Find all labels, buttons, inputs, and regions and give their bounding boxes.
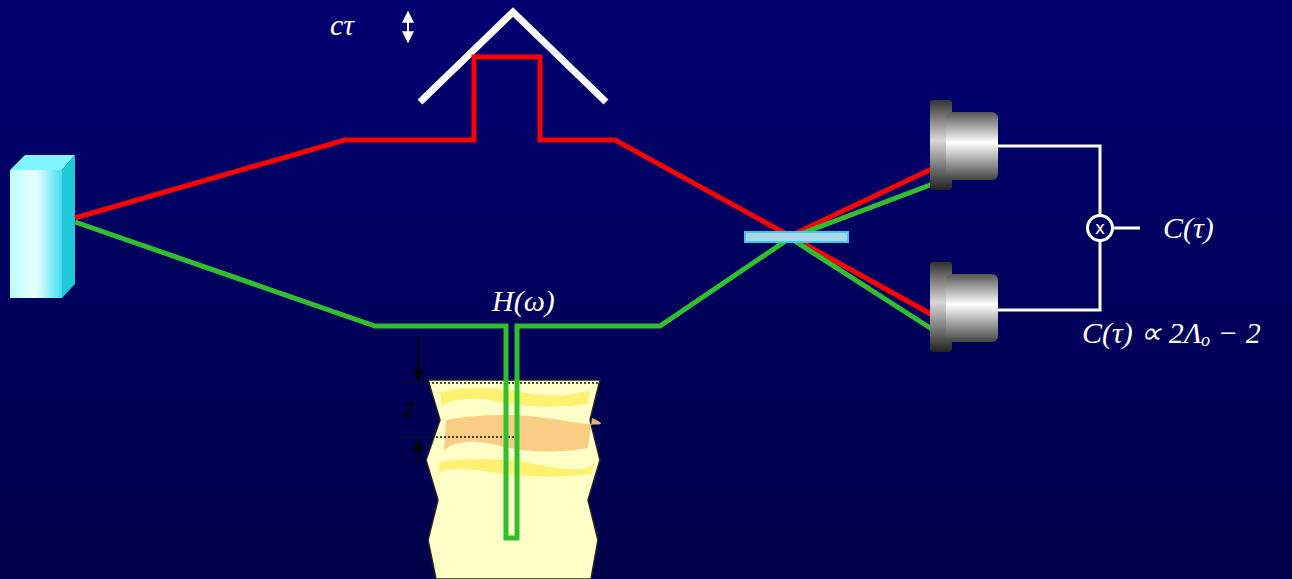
transfer-function-label: H(ω) <box>492 286 555 316</box>
operator-symbol: x <box>1095 220 1105 237</box>
depth-arrow <box>417 440 419 462</box>
signal-wire <box>998 146 1100 214</box>
sample-beam <box>790 238 938 333</box>
delay-arrow <box>407 12 409 42</box>
reference-beam <box>790 236 938 318</box>
multiplier-circle: x <box>1086 214 1114 242</box>
depth-arrow <box>417 336 419 380</box>
signal-wire <box>1114 227 1140 230</box>
crystal-face <box>10 170 62 298</box>
depth-label: z <box>404 392 416 422</box>
signal-wire <box>998 242 1100 310</box>
detector <box>930 100 998 190</box>
reference-beam <box>75 57 938 236</box>
sample-beam <box>75 182 938 538</box>
equation: C(τ) ∝ 2Λₒ − 2 <box>1082 318 1261 348</box>
beam-splitter <box>745 232 848 242</box>
detector <box>930 262 998 352</box>
delay-label: cτ <box>330 10 354 40</box>
depth-line <box>400 382 600 384</box>
depth-line <box>400 436 520 438</box>
crystal-side <box>62 155 75 298</box>
tissue-layer <box>444 415 601 452</box>
signal-label: C(τ) <box>1163 213 1214 243</box>
tissue-sample <box>426 380 600 579</box>
